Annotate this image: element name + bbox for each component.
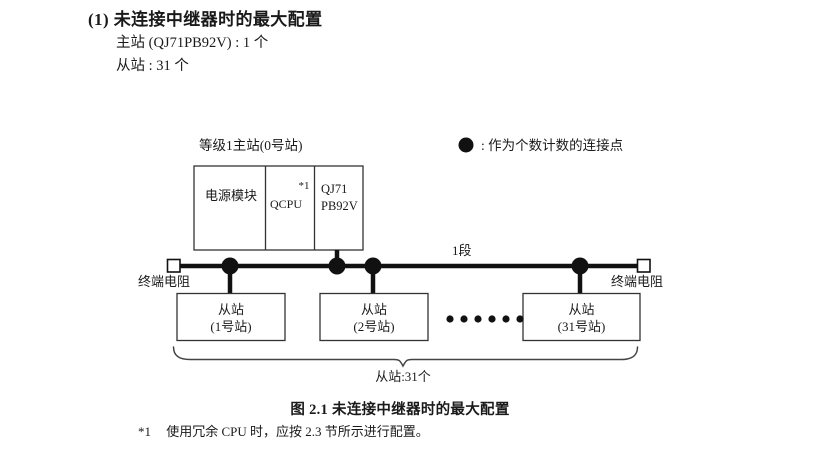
terminal-resistor-right-label: 终端电阻 [611, 274, 664, 289]
slave-station-31-number: (31号站) [557, 319, 606, 334]
profibus-module-label-line2: PB92V [321, 199, 358, 213]
connection-dot-slave1 [221, 257, 239, 275]
slave-station-1-title: 从站 [217, 302, 244, 317]
profibus-module-label-line1: QJ71 [321, 182, 348, 196]
heading-block: (1) 未连接中继器时的最大配置 主站 (QJ71PB92V) : 1 个 从站… [88, 8, 728, 78]
qcpu-footnote-mark: *1 [298, 180, 310, 192]
slave-station-31-title: 从站 [568, 302, 595, 317]
slave-count-brace [172, 346, 639, 368]
footnote-text: 使用冗余 CPU 时，应按 2.3 节所示进行配置。 [166, 424, 429, 439]
terminal-resistor-right-box [636, 258, 651, 273]
ellipsis-dots [446, 315, 524, 323]
slave-station-2-title: 从站 [360, 302, 387, 317]
connection-dot-slave31 [571, 257, 589, 275]
qcpu-module-label: QCPU [270, 197, 303, 211]
spec-master-count: 主站 (QJ71PB92V) : 1 个 [116, 35, 269, 51]
slave-station-31-label: 从站 (31号站) [523, 301, 640, 335]
slave-station-1-number: (1号站) [210, 319, 252, 334]
footnote-mark: *1 [138, 424, 151, 439]
figure-caption: 图 2.1 未连接中继器时的最大配置 [290, 402, 510, 418]
slave-station-1-label: 从站 (1号站) [177, 301, 285, 335]
legend-dot-icon [458, 137, 474, 153]
power-module-label: 电源模块 [204, 188, 257, 203]
slave-count-brace-label: 从站:31个 [375, 369, 431, 384]
connection-dot-slave2 [364, 257, 382, 275]
terminal-resistor-left-label: 终端电阻 [138, 274, 191, 289]
segment-label: 1段 [452, 243, 472, 258]
terminal-resistor-left-box [166, 258, 181, 273]
legend-label: : 作为个数计数的连接点 [481, 138, 624, 153]
section-title: 未连接中继器时的最大配置 [113, 10, 323, 29]
master-group-label: 等级1主站(0号站) [199, 138, 303, 153]
connection-dot-master [328, 257, 346, 275]
slave-station-2-number: (2号站) [353, 319, 395, 334]
footnote: *1 使用冗余 CPU 时，应按 2.3 节所示进行配置。 [138, 421, 429, 440]
spec-slave-count: 从站 : 31 个 [116, 58, 189, 74]
slave-station-2-label: 从站 (2号站) [320, 301, 428, 335]
page-title: (1) 未连接中继器时的最大配置 [88, 8, 728, 32]
section-number: (1) [88, 10, 110, 29]
